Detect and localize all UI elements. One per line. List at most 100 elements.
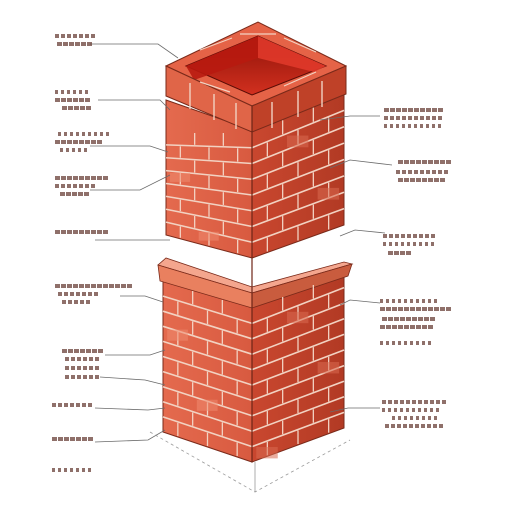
illegible-label-glyph bbox=[71, 357, 75, 361]
illegible-label-glyph bbox=[67, 284, 72, 288]
mortar-course-line bbox=[162, 370, 253, 402]
leader-line bbox=[105, 349, 166, 356]
illegible-label-glyph bbox=[103, 230, 108, 234]
illegible-label-glyph bbox=[408, 108, 413, 112]
illegible-label-glyph bbox=[398, 178, 403, 182]
illegible-label-glyph bbox=[410, 416, 413, 420]
illegible-label-glyph bbox=[414, 170, 418, 174]
illegible-label-glyph bbox=[384, 124, 387, 128]
illegible-label-glyph bbox=[428, 341, 431, 345]
mortar-course-line bbox=[251, 158, 345, 196]
illegible-label-glyph bbox=[115, 284, 120, 288]
illegible-label-glyph bbox=[431, 234, 435, 238]
illegible-label-glyph bbox=[73, 90, 76, 94]
illegible-label-glyph bbox=[426, 116, 430, 120]
leader-line bbox=[329, 407, 380, 413]
illegible-label-glyph bbox=[61, 284, 66, 288]
illegible-label-glyph bbox=[62, 300, 66, 304]
mortar-course-line bbox=[251, 109, 345, 149]
illegible-label-glyph bbox=[97, 230, 102, 234]
illegible-label-glyph bbox=[434, 416, 437, 420]
illegible-label-glyph bbox=[390, 108, 395, 112]
illegible-label-glyph bbox=[410, 178, 415, 182]
illegible-label-glyph bbox=[398, 307, 403, 311]
illegible-label-glyph bbox=[68, 349, 73, 353]
illegible-label-glyph bbox=[384, 108, 389, 112]
illegible-label-glyph bbox=[396, 108, 401, 112]
illegible-label-glyph bbox=[422, 178, 427, 182]
illegible-label-glyph bbox=[64, 403, 68, 407]
illegible-label-glyph bbox=[83, 375, 87, 379]
illegible-label-glyph bbox=[432, 108, 437, 112]
illegible-label-glyph bbox=[79, 90, 82, 94]
illegible-label-glyph bbox=[408, 170, 412, 174]
illegible-label-glyph bbox=[74, 349, 79, 353]
illegible-label-glyph bbox=[67, 98, 72, 102]
illegible-label-glyph bbox=[79, 184, 83, 188]
mortar-course-line bbox=[165, 156, 253, 165]
illegible-label-glyph bbox=[406, 400, 410, 404]
illegible-label-glyph bbox=[70, 437, 75, 441]
illegible-label-glyph bbox=[85, 98, 90, 102]
illegible-label-glyph bbox=[394, 317, 399, 321]
mortar-course-line bbox=[251, 411, 345, 448]
illegible-label-glyph bbox=[67, 34, 71, 38]
illegible-label-glyph bbox=[67, 230, 72, 234]
illegible-label-glyph bbox=[402, 170, 406, 174]
illegible-label-glyph bbox=[428, 325, 433, 329]
illegible-label-glyph bbox=[55, 34, 59, 38]
callout-labels bbox=[52, 34, 451, 472]
illegible-label-glyph bbox=[396, 170, 400, 174]
illegible-label-glyph bbox=[121, 284, 126, 288]
mortar-course-line bbox=[162, 340, 253, 371]
illegible-label-glyph bbox=[67, 184, 71, 188]
illegible-label-glyph bbox=[402, 124, 405, 128]
illegible-label-glyph bbox=[392, 325, 397, 329]
illegible-label-glyph bbox=[392, 299, 395, 303]
illegible-label-glyph bbox=[425, 242, 428, 246]
illegible-label-glyph bbox=[63, 42, 68, 46]
illegible-label-glyph bbox=[440, 307, 445, 311]
illegible-label-glyph bbox=[85, 284, 90, 288]
illegible-label-glyph bbox=[432, 170, 436, 174]
illegible-label-glyph bbox=[438, 170, 442, 174]
illegible-label-glyph bbox=[388, 251, 393, 255]
illegible-label-glyph bbox=[424, 400, 428, 404]
illegible-label-glyph bbox=[91, 176, 96, 180]
illegible-label-glyph bbox=[58, 468, 61, 472]
illegible-label-glyph bbox=[60, 148, 63, 152]
illegible-label-glyph bbox=[72, 148, 75, 152]
illegible-label-glyph bbox=[98, 349, 103, 353]
illegible-label-glyph bbox=[86, 106, 91, 110]
illegible-label-glyph bbox=[392, 341, 395, 345]
illegible-label-glyph bbox=[421, 424, 425, 428]
illegible-label-glyph bbox=[67, 176, 72, 180]
illegible-label-glyph bbox=[420, 108, 425, 112]
illegible-label-glyph bbox=[71, 375, 75, 379]
illegible-label-glyph bbox=[390, 116, 394, 120]
illegible-label-glyph bbox=[64, 292, 68, 296]
leader-line bbox=[339, 229, 386, 237]
leader-line bbox=[94, 429, 166, 443]
illegible-label-glyph bbox=[64, 132, 67, 136]
illegible-label-glyph bbox=[382, 317, 387, 321]
illegible-label-glyph bbox=[82, 468, 85, 472]
illegible-label-glyph bbox=[442, 400, 446, 404]
illegible-label-glyph bbox=[434, 178, 439, 182]
mortar-course-line bbox=[251, 207, 345, 244]
leader-line bbox=[94, 407, 166, 411]
illegible-label-glyph bbox=[78, 148, 81, 152]
illegible-label-glyph bbox=[416, 299, 419, 303]
illegible-label-glyph bbox=[70, 292, 74, 296]
mortar-course-line bbox=[162, 355, 253, 386]
illegible-label-glyph bbox=[432, 124, 435, 128]
illegible-label-glyph bbox=[394, 251, 399, 255]
leader-line bbox=[339, 299, 381, 306]
illegible-label-glyph bbox=[79, 34, 83, 38]
illegible-label-glyph bbox=[395, 234, 399, 238]
illegible-label-glyph bbox=[404, 416, 407, 420]
illegible-label-glyph bbox=[414, 124, 417, 128]
illegible-label-glyph bbox=[418, 408, 421, 412]
illegible-label-glyph bbox=[386, 307, 391, 311]
illegible-label-glyph bbox=[83, 366, 87, 370]
